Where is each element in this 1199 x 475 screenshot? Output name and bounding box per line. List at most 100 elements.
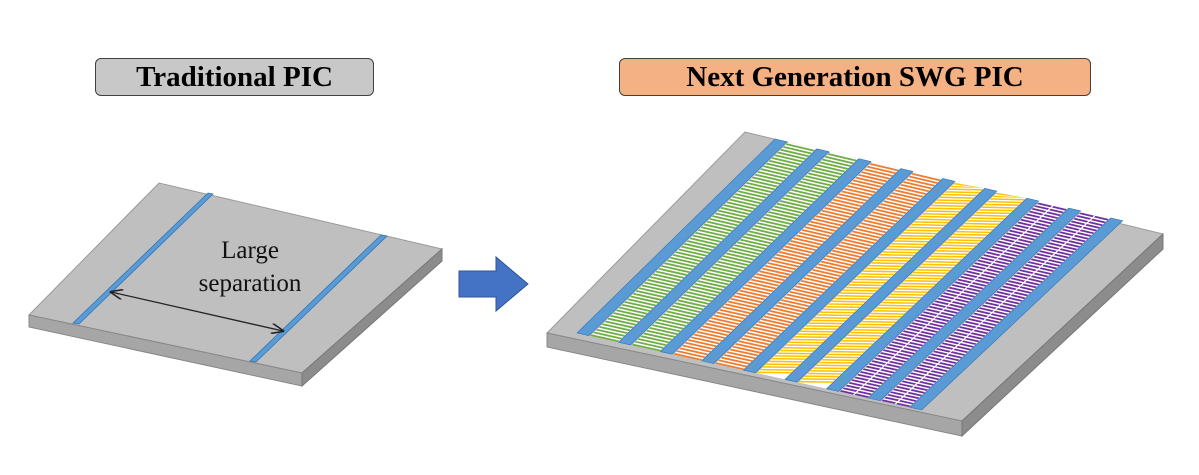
- swg-band-8-segment: [904, 377, 920, 383]
- swg-band-7-segment: [874, 374, 890, 379]
- swg-band-2-segment: [722, 255, 752, 264]
- swg-band-8-segment: [993, 310, 1009, 316]
- swg-band-1-segment: [658, 267, 688, 276]
- swg-band-3-segment: [801, 229, 831, 238]
- swg-band-5-segment: [902, 232, 938, 235]
- swg-band-7-segment: [897, 335, 912, 341]
- swg-band-1-segment: [757, 171, 787, 180]
- swg-band-4-segment: [732, 345, 762, 354]
- swg-band-4-segment: [783, 296, 813, 305]
- swg-band-5-segment: [930, 204, 967, 208]
- swg-band-7-segment: [940, 311, 956, 317]
- swg-band-3-segment: [815, 215, 845, 224]
- swg-band-2-segment: [634, 340, 664, 349]
- swg-band-2-segment: [810, 169, 840, 178]
- swg-band-8-segment: [950, 351, 966, 356]
- swg-band-6-segment: [915, 269, 951, 272]
- swg-band-1-segment: [782, 146, 813, 155]
- swg-band-6-segment: [909, 274, 946, 277]
- swg-band-1-segment: [638, 287, 668, 296]
- swg-band-1-segment: [590, 334, 620, 343]
- swg-band-8-segment: [1056, 251, 1072, 256]
- swg-band-6-segment: [809, 369, 845, 372]
- swg-band-8-segment: [978, 307, 994, 312]
- swg-band-1-segment: [748, 179, 779, 188]
- swg-band-1-segment: [720, 207, 750, 216]
- swg-band-8-segment: [904, 394, 920, 400]
- swg-band-3-segment: [718, 308, 749, 317]
- swg-band-5-segment: [939, 196, 975, 199]
- swg-band-1-segment: [649, 276, 680, 285]
- swg-band-8-segment: [1053, 236, 1069, 242]
- swg-band-8-segment: [913, 386, 928, 391]
- swg-band-3-segment: [769, 259, 800, 268]
- swg-band-3-segment: [821, 209, 851, 218]
- swg-band-5-segment: [884, 248, 921, 251]
- swg-band-3-segment: [707, 319, 737, 328]
- swg-band-2-segment: [776, 202, 806, 211]
- swg-band-5-segment: [850, 281, 887, 284]
- swg-band-1-segment: [663, 262, 694, 271]
- swg-band-8-segment: [915, 366, 931, 372]
- swg-band-7-segment: [991, 246, 1007, 251]
- swg-band-7-segment: [988, 248, 1004, 254]
- swg-band-8-segment: [1053, 253, 1069, 259]
- swg-band-8-segment: [1010, 294, 1026, 299]
- swg-band-6-segment: [921, 263, 957, 266]
- swg-band-8-segment: [979, 324, 994, 329]
- swg-band-7-segment: [894, 338, 909, 343]
- swg-band-5-segment: [802, 327, 838, 330]
- swg-band-1-segment: [777, 151, 807, 160]
- swg-band-8-segment: [898, 383, 914, 388]
- swg-band-3-segment: [758, 270, 789, 279]
- swg-band-8-segment: [895, 385, 911, 391]
- swg-band-1-segment: [711, 215, 742, 224]
- swg-band-6-segment: [832, 348, 868, 351]
- swg-band-4-segment: [777, 301, 808, 310]
- swg-band-7-segment: [914, 336, 930, 341]
- swg-band-6-segment: [952, 233, 988, 236]
- swg-band-7-segment: [1008, 246, 1024, 252]
- swg-band-8-segment: [936, 364, 951, 370]
- swg-band-6-segment: [941, 244, 977, 247]
- swg-band-6-segment: [863, 318, 900, 321]
- swg-band-3-segment: [693, 333, 723, 342]
- swg-pic-chip: [546, 131, 1165, 438]
- swg-band-5-segment: [924, 210, 961, 213]
- swg-band-4-segment: [820, 260, 850, 269]
- swg-band-8-segment: [1068, 240, 1083, 245]
- swg-band-3-segment: [818, 212, 848, 221]
- swg-band-4-segment: [902, 181, 933, 190]
- swg-band-7-segment: [917, 333, 933, 339]
- swg-band-3-segment: [704, 322, 735, 331]
- swg-band-5-segment: [896, 237, 932, 240]
- swg-band-2-segment: [654, 321, 684, 330]
- swg-band-7-segment: [954, 298, 970, 303]
- swg-band-2-segment: [745, 233, 775, 242]
- swg-band-2-segment: [801, 178, 832, 187]
- swg-band-8-segment: [947, 337, 963, 342]
- swg-band-2-segment: [821, 158, 852, 167]
- swg-band-5-segment: [813, 316, 850, 319]
- swg-band-2-segment: [680, 296, 710, 305]
- swg-band-1-segment: [694, 231, 725, 240]
- swg-band-1-segment: [660, 265, 691, 274]
- left-chip-right-edge: [301, 247, 443, 388]
- swg-band-8-segment: [901, 397, 917, 402]
- swg-band-4-segment: [897, 186, 927, 195]
- swg-band-3-segment: [784, 245, 814, 254]
- swg-band-7-segment: [880, 368, 895, 374]
- swg-band-1-segment: [697, 229, 728, 238]
- swg-band-8-segment: [990, 296, 1006, 302]
- swg-band-8-segment: [993, 293, 1009, 299]
- swg-band-6-segment: [821, 359, 857, 362]
- swg-band-7-segment: [971, 265, 987, 270]
- swg-band-7-segment: [1003, 252, 1019, 257]
- swg-band-2-segment: [793, 186, 823, 195]
- swg-band-2-segment: [705, 271, 735, 280]
- swg-band-7-segment: [868, 379, 884, 385]
- swg-band-7-segment: [957, 295, 973, 301]
- swg-band-8-segment: [1030, 258, 1046, 264]
- swg-band-7-segment: [1025, 213, 1041, 219]
- swg-band-3-segment: [676, 350, 706, 358]
